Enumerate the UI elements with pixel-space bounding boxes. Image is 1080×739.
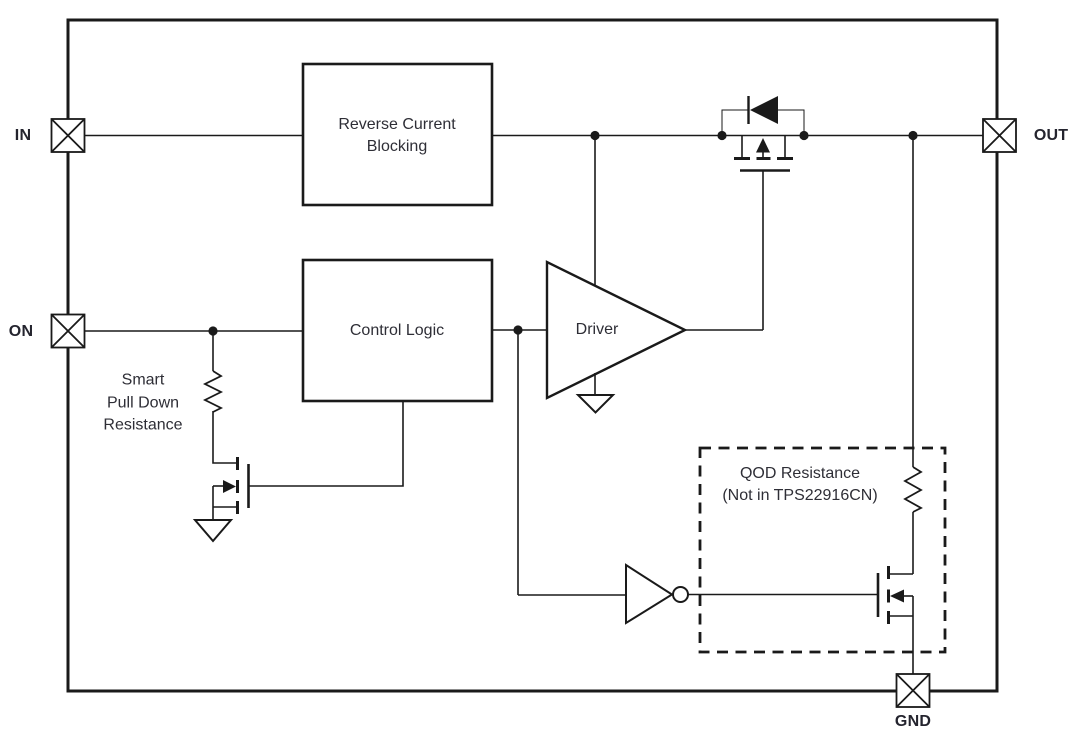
body-arrow-icon xyxy=(223,480,236,493)
wires xyxy=(84,134,983,674)
smart-pulldown-label-line3: Resistance xyxy=(103,416,183,434)
smart-pulldown-fet xyxy=(223,457,250,514)
control-logic-label: Control Logic xyxy=(349,322,445,339)
pin-label-gnd: GND xyxy=(894,713,932,730)
smart-pulldown-label-line2: Pull Down xyxy=(106,393,180,411)
pin-label-out: OUT xyxy=(1033,127,1069,144)
reverse-current-blocking-label-line1: Reverse Current xyxy=(338,116,456,133)
inverter-icon xyxy=(625,563,689,625)
qod-fet xyxy=(876,566,904,624)
driver-label: Driver xyxy=(575,321,619,338)
qod-resistor xyxy=(903,466,923,513)
in-pin-icon xyxy=(50,118,86,153)
reverse-current-blocking-label-line2: Blocking xyxy=(366,138,428,155)
gnd-pin-icon xyxy=(895,673,931,708)
driver-ground-icon xyxy=(575,373,616,414)
smart-pulldown-ground-icon xyxy=(192,519,234,543)
smart-pulldown-resistor xyxy=(202,370,224,413)
control-logic-box xyxy=(301,258,494,403)
reverse-current-blocking-box xyxy=(301,62,494,207)
body-arrow-icon xyxy=(890,589,904,603)
smart-pulldown-label-line1: Smart xyxy=(121,371,165,389)
qod-label-line1: QOD Resistance xyxy=(739,465,861,482)
on-pin-icon xyxy=(50,313,86,349)
pin-terminals xyxy=(50,118,1017,708)
junction-dots xyxy=(208,130,918,336)
reverse-current-blocking-label: Reverse Current Blocking xyxy=(338,114,455,158)
out-pin-icon xyxy=(982,118,1017,153)
pin-label-on: ON xyxy=(8,323,34,340)
chip-boundary xyxy=(66,18,999,693)
qod-label: QOD Resistance (Not in TPS22916CN) xyxy=(722,463,877,507)
pass-fet xyxy=(734,135,793,172)
body-arrow-icon xyxy=(756,138,770,153)
qod-dashed-box xyxy=(698,446,947,654)
driver-triangle xyxy=(545,260,688,400)
body-diode-icon xyxy=(721,96,805,136)
smart-pulldown-label: Smart Pull Down Resistance xyxy=(103,369,182,437)
pin-label-in: IN xyxy=(14,127,32,144)
qod-label-line2: (Not in TPS22916CN) xyxy=(722,487,878,504)
